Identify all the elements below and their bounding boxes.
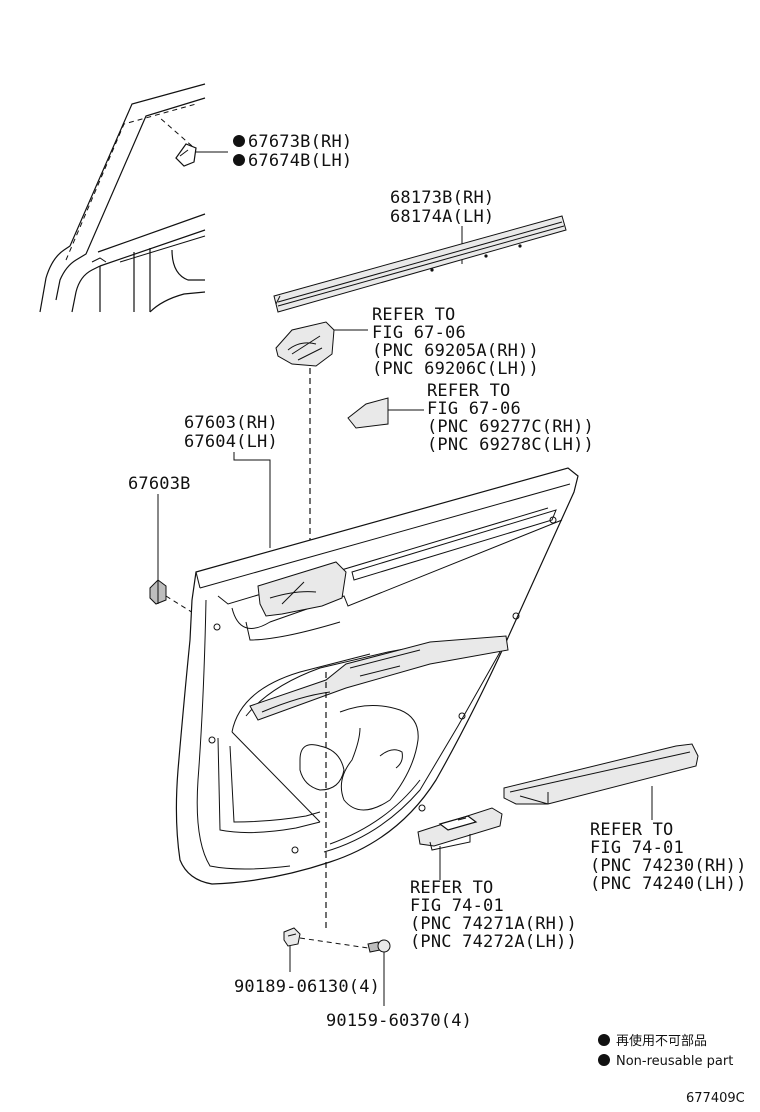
legend-marker-jp [598, 1034, 610, 1046]
callout-switch-ref-1: REFER TO [410, 878, 493, 898]
callout-trim-clip: 67603B [128, 474, 191, 494]
callout-cover-ref-4: (PNC 69278C(LH)) [427, 435, 594, 455]
callout-trim-rh: 67603(RH) [184, 413, 278, 433]
nut-part-90189 [283, 927, 301, 947]
door-trim-board [175, 467, 579, 885]
callout-handle-ref-3: (PNC 69205A(RH)) [372, 341, 539, 361]
callout-weatherstrip-rh: 68173B(RH) [390, 188, 494, 208]
callout-armrest-ref-3: (PNC 74230(RH)) [590, 856, 747, 876]
figure-id: 677409C [686, 1091, 745, 1106]
clip-part-67673b [159, 117, 228, 167]
callout-clip-rh: 67673B(RH) [248, 132, 352, 152]
callout-trim-lh: 67604(LH) [184, 432, 278, 452]
legend-text-jp: 再使用不可部品 [616, 1033, 707, 1049]
callout-switch-ref-2: FIG 74-01 [410, 896, 504, 916]
callout-handle-ref-4: (PNC 69206C(LH)) [372, 359, 539, 379]
callout-screw-a: 90189-06130(4) [234, 977, 380, 997]
callout-handle-ref-2: FIG 67-06 [372, 323, 466, 343]
callout-cover-ref-2: FIG 67-06 [427, 399, 521, 419]
callout-switch-ref-4: (PNC 74272A(LH)) [410, 932, 577, 952]
legend-text-en: Non-reusable part [616, 1054, 733, 1069]
weatherstrip-part [273, 215, 567, 313]
callout-armrest-ref-1: REFER TO [590, 820, 673, 840]
armrest-part [503, 743, 699, 805]
callout-cover-ref-3: (PNC 69277C(RH)) [427, 417, 594, 437]
screw-install-line [299, 937, 369, 949]
trim-clip-part [149, 579, 167, 605]
callout-armrest-ref-4: (PNC 74240(LH)) [590, 874, 747, 894]
callout-clip-lh: 67674B(LH) [248, 151, 352, 171]
callout-switch-ref-3: (PNC 74271A(RH)) [410, 914, 577, 934]
callout-weatherstrip-lh: 68174A(LH) [390, 207, 494, 227]
legend: 再使用不可部品 Non-reusable part [598, 1033, 733, 1069]
handle-cover-part [347, 397, 389, 429]
callout-armrest-ref-2: FIG 74-01 [590, 838, 684, 858]
callout-screw-b: 90159-60370(4) [326, 1011, 472, 1031]
callout-handle-ref-1: REFER TO [372, 305, 455, 325]
inside-handle-part [275, 321, 335, 367]
door-frame-drawing [39, 83, 206, 313]
screw-part-90159 [367, 939, 391, 953]
leader-trim [233, 452, 271, 548]
non-reusable-marker [233, 135, 245, 166]
legend-marker-en [598, 1054, 610, 1066]
window-switch-part [417, 807, 503, 851]
callout-cover-ref-1: REFER TO [427, 381, 510, 401]
